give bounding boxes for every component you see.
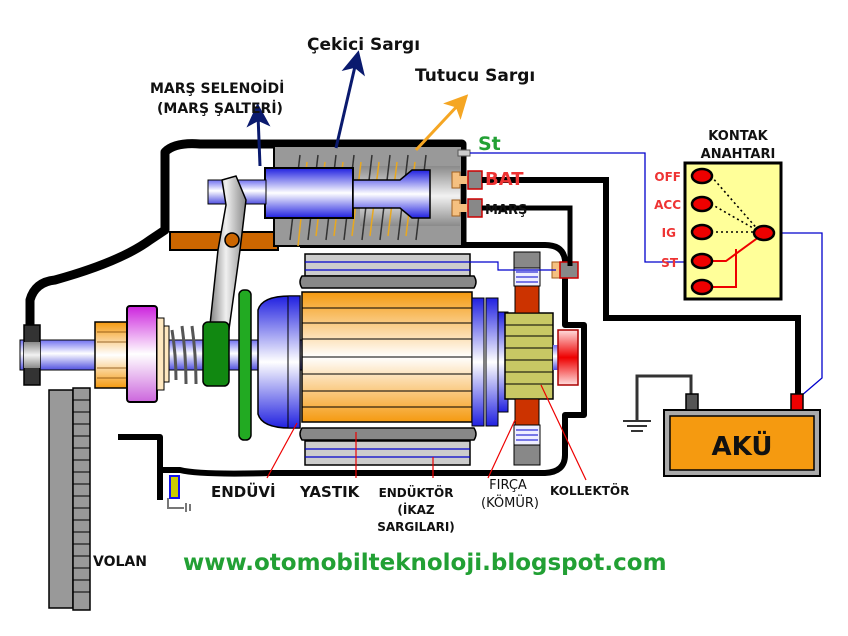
- flywheel: [48, 387, 91, 611]
- switch-common-contact: [752, 224, 776, 242]
- switch-label-acc: ACC: [654, 198, 681, 212]
- label-yastik: YASTIK: [299, 483, 361, 501]
- label-kollektor: KOLLEKTÖR: [550, 483, 629, 498]
- st-terminal-bolt: [457, 149, 471, 157]
- pole-shoe-top: [299, 275, 477, 289]
- label-mars-selenoidi-2: (MARŞ ŞALTERİ): [157, 100, 283, 117]
- commutator: [504, 312, 579, 400]
- overrunning-clutch: [126, 305, 158, 403]
- drive-end-plate: [238, 289, 252, 441]
- leader-enduvi: [266, 422, 298, 479]
- switch-contact-off[interactable]: [690, 167, 714, 185]
- pole-shoe-bottom: [299, 427, 477, 441]
- arrow-tutucu-sargi: [414, 94, 469, 152]
- label-firca-2: (KÖMÜR): [481, 494, 539, 511]
- leader-firca: [487, 419, 516, 479]
- arrow-cekici-sargi: [334, 50, 365, 149]
- label-volan: VOLAN: [93, 554, 147, 570]
- motor-housing: [25, 139, 587, 500]
- field-wire: [470, 261, 556, 271]
- switch-contact-acc[interactable]: [690, 195, 714, 213]
- label-cekici-sargi: Çekici Sargı: [307, 35, 420, 55]
- solenoid-plunger: [264, 167, 354, 219]
- label-firca-1: FIRÇA: [489, 478, 527, 493]
- bat-terminal-bolt: [451, 170, 483, 190]
- switch-label-off: OFF: [654, 170, 681, 184]
- leader-kollektor: [540, 384, 587, 481]
- label-mars-selenoidi-1: MARŞ SELENOİDİ: [150, 80, 284, 97]
- label-st-terminal: St: [478, 133, 501, 155]
- ground-cable: [635, 374, 693, 420]
- label-aku: AKÜ: [712, 429, 773, 462]
- label-enduktor-3: SARGILARI): [377, 520, 455, 534]
- drive-collar: [202, 321, 230, 387]
- label-enduktor-2: (İKAZ: [397, 502, 435, 517]
- mars-terminal-bolt: [451, 198, 483, 218]
- housing-ground-icon: [167, 475, 191, 512]
- label-bat-terminal: BAT: [485, 169, 524, 190]
- label-tutucu-sargi: Tutucu Sargı: [415, 66, 535, 86]
- armature: [257, 291, 509, 429]
- website-url[interactable]: www.otomobilteknoloji.blogspot.com: [183, 550, 667, 576]
- switch-contact-ig[interactable]: [690, 223, 714, 241]
- drive-spring: [170, 325, 198, 385]
- plunger-contact: [352, 169, 431, 219]
- battery-negative-terminal: [685, 393, 699, 411]
- field-coil-bottom: [299, 427, 477, 466]
- callout-lines: [246, 50, 587, 481]
- end-bearing: [557, 329, 579, 386]
- battery-cable: [482, 177, 801, 398]
- switch-contact-st[interactable]: [690, 252, 714, 270]
- switch-label-ig: IG: [662, 226, 676, 240]
- arrow-mars-selenoidi: [246, 103, 271, 167]
- field-coil-top: [299, 253, 477, 289]
- labels: Çekici Sargı Tutucu Sargı MARŞ SELENOİDİ…: [93, 35, 775, 576]
- brush-bottom: [513, 398, 541, 466]
- ignition-switch: [683, 161, 783, 301]
- mars-cable: [482, 205, 573, 266]
- ignition-supply-wire: [775, 232, 823, 397]
- label-kontak-1: KONTAK: [708, 129, 768, 144]
- label-enduvi: ENDÜVİ: [211, 482, 276, 501]
- label-enduktor-1: ENDÜKTÖR: [379, 485, 454, 500]
- battery-positive-terminal: [790, 393, 804, 411]
- pinion-gear: [94, 305, 170, 403]
- brush-top: [513, 251, 541, 314]
- solenoid: [207, 145, 483, 247]
- switch-label-st: ST: [661, 256, 679, 270]
- ground-icon: [623, 420, 651, 432]
- battery: [663, 393, 821, 477]
- label-kontak-2: ANAHTARI: [701, 147, 776, 162]
- st-wire: [470, 152, 692, 263]
- lever-pivot: [224, 232, 240, 248]
- label-mars-terminal: MARŞ: [485, 203, 527, 218]
- wiring: [470, 152, 823, 420]
- switch-contact-st-return[interactable]: [690, 278, 714, 296]
